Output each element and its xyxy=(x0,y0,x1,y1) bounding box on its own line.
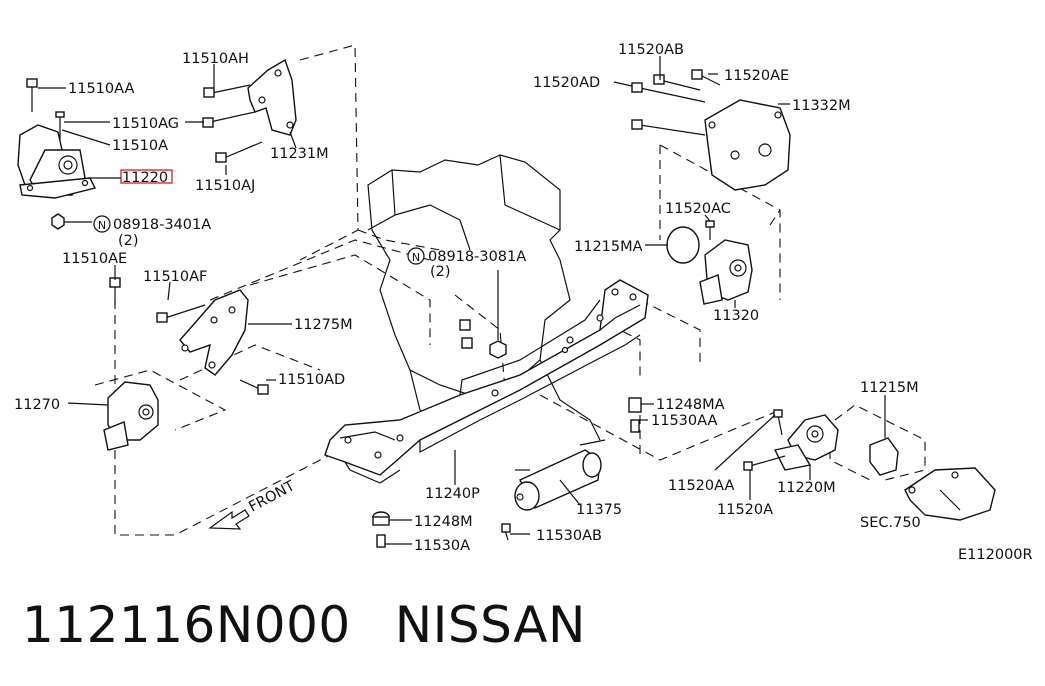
label-sec750: SEC.750 xyxy=(860,515,921,531)
bracket-11332M xyxy=(631,69,791,191)
brand-name: NISSAN xyxy=(394,596,586,654)
damper-11375 xyxy=(501,439,606,541)
label-11220: 11220 xyxy=(122,170,168,186)
label-11530AB: 11530AB xyxy=(536,528,602,544)
label-11510AD: 11510AD xyxy=(278,372,345,388)
mount-11220-assembly xyxy=(17,78,97,230)
label-11375: 11375 xyxy=(576,502,622,518)
label-11275M: 11275M xyxy=(294,317,353,333)
label-08918-3401A: 08918-3401A xyxy=(113,217,211,233)
label-11240P: 11240P xyxy=(425,486,480,502)
label-11510AF: 11510AF xyxy=(143,269,207,285)
label-11231M: 11231M xyxy=(270,146,329,162)
leader-lines xyxy=(38,56,886,545)
part-number: 112116N000 xyxy=(22,596,351,654)
label-11520A: 11520A xyxy=(717,502,773,518)
label-11510AJ: 11510AJ xyxy=(195,178,255,194)
label-08918-3081A: 08918-3081A xyxy=(428,249,526,265)
label-11510AE: 11510AE xyxy=(62,251,127,267)
label-11520AA: 11520AA xyxy=(668,478,734,494)
label-11530A: 11530A xyxy=(414,538,470,554)
label-08918-3401A-qty: (2) xyxy=(118,233,139,249)
parts-diagram: N N 11510AA 11510AH 11510AG 11510A 11220… xyxy=(14,42,1033,563)
assembly-guide-lines xyxy=(94,44,926,536)
label-11520AB: 11520AB xyxy=(618,42,684,58)
front-crossmember xyxy=(324,279,649,484)
stopper-11248M xyxy=(372,511,390,548)
label-11248MA: 11248MA xyxy=(656,397,725,413)
label-11215M: 11215M xyxy=(860,380,919,396)
studs-center xyxy=(459,270,507,359)
label-11520AC: 11520AC xyxy=(665,201,731,217)
svg-text:N: N xyxy=(412,251,420,264)
highlight-box-11220 xyxy=(120,169,173,184)
label-11510AH: 11510AH xyxy=(182,51,249,67)
label-11530AA: 11530AA xyxy=(651,413,717,429)
n-symbol-2: N xyxy=(407,247,425,265)
engine-block xyxy=(367,154,601,441)
part-labels: 11510AA 11510AH 11510AG 11510A 11220 112… xyxy=(14,42,1033,563)
n-symbol-1: N xyxy=(93,215,111,233)
label-11248M: 11248M xyxy=(414,514,473,530)
stopper-11248MA xyxy=(628,397,642,433)
label-11270: 11270 xyxy=(14,397,60,413)
label-11520AD: 11520AD xyxy=(533,75,600,91)
label-11510AA: 11510AA xyxy=(68,81,134,97)
label-11220M: 11220M xyxy=(777,480,836,496)
label-11320: 11320 xyxy=(713,308,759,324)
mount-11220M xyxy=(743,409,996,521)
front-arrow xyxy=(208,509,250,530)
label-08918-3081A-qty: (2) xyxy=(430,264,451,280)
label-11215MA: 11215MA xyxy=(574,239,643,255)
label-ref: E112000R xyxy=(958,547,1033,563)
label-front: FRONT xyxy=(246,478,297,515)
label-11510AG: 11510AG xyxy=(112,116,179,132)
bracket-11231M xyxy=(202,58,297,163)
caption: 112116N000 NISSAN xyxy=(22,596,1022,666)
bracket-11275M xyxy=(109,277,269,395)
label-11520AE: 11520AE xyxy=(724,68,789,84)
label-11510A: 11510A xyxy=(112,138,168,154)
svg-text:N: N xyxy=(98,219,106,232)
mount-11270 xyxy=(103,381,159,451)
mount-11320 xyxy=(666,220,753,305)
label-11332M: 11332M xyxy=(792,98,851,114)
